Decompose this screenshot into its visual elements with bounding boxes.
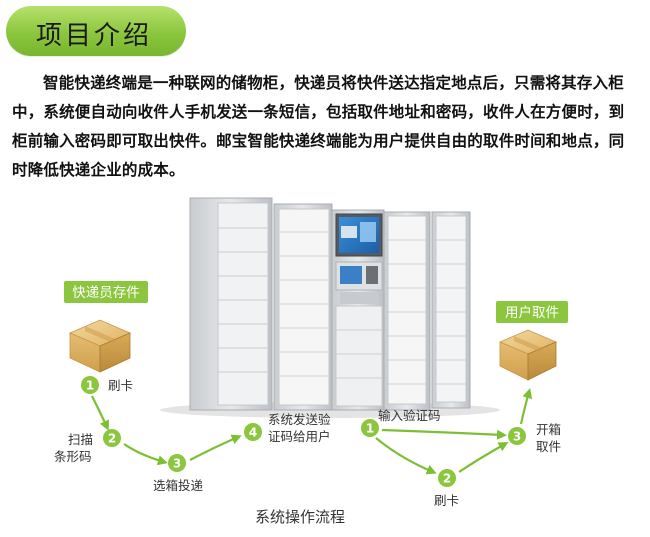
user-step-1: 1 输入验证码 xyxy=(361,408,441,437)
courier-step-2-label-line2: 条形码 xyxy=(54,449,92,464)
user-flow-arrows xyxy=(375,388,533,475)
svg-text:1: 1 xyxy=(86,379,94,393)
user-badge-label: 用户取件 xyxy=(505,304,559,321)
user-step-2: 2 刷卡 xyxy=(434,469,459,508)
courier-flow-arrows xyxy=(91,395,242,466)
user-step-3: 3 开箱 取件 xyxy=(508,422,561,454)
user-step-2-label: 刷卡 xyxy=(434,493,459,508)
courier-step-1: 1 刷卡 xyxy=(81,376,133,394)
intro-paragraph: 智能快递终端是一种联网的储物柜，快递员将快件送达指定地点后，只需将其存入柜中，系… xyxy=(12,73,625,179)
svg-text:2: 2 xyxy=(108,432,116,446)
svg-text:2: 2 xyxy=(443,472,451,486)
courier-badge: 快递员存件 xyxy=(64,281,148,303)
courier-step-1-label: 刷卡 xyxy=(108,378,133,393)
courier-step-2-label-line1: 扫描 xyxy=(68,432,93,447)
courier-step-3-label: 选箱投递 xyxy=(153,478,204,493)
user-step-1-label: 输入验证码 xyxy=(378,408,441,423)
courier-step-4-label-line1: 系统发送验 xyxy=(268,412,331,427)
section-title-pill: 项目介绍 xyxy=(6,6,186,56)
user-badge: 用户取件 xyxy=(496,301,568,323)
package-box-icon xyxy=(68,319,132,373)
courier-step-4-label-line2: 证码给用户 xyxy=(268,429,331,444)
svg-text:3: 3 xyxy=(513,430,521,444)
section-title: 项目介绍 xyxy=(36,21,153,51)
courier-badge-label: 快递员存件 xyxy=(72,285,140,301)
courier-step-4: 4 系统发送验 证码给用户 xyxy=(244,412,331,444)
svg-text:3: 3 xyxy=(173,457,181,471)
package-box-icon-user xyxy=(498,329,558,381)
locker-cabinet-illustration xyxy=(160,197,500,418)
svg-text:4: 4 xyxy=(249,426,257,440)
courier-step-3: 3 选箱投递 xyxy=(153,454,204,493)
user-step-3-label-line1: 开箱 xyxy=(536,422,561,437)
courier-step-2: 2 扫描 条形码 xyxy=(54,429,121,464)
user-step-3-label-line2: 取件 xyxy=(536,439,561,454)
svg-text:1: 1 xyxy=(366,422,374,436)
diagram-caption: 系统操作流程 xyxy=(255,508,345,526)
